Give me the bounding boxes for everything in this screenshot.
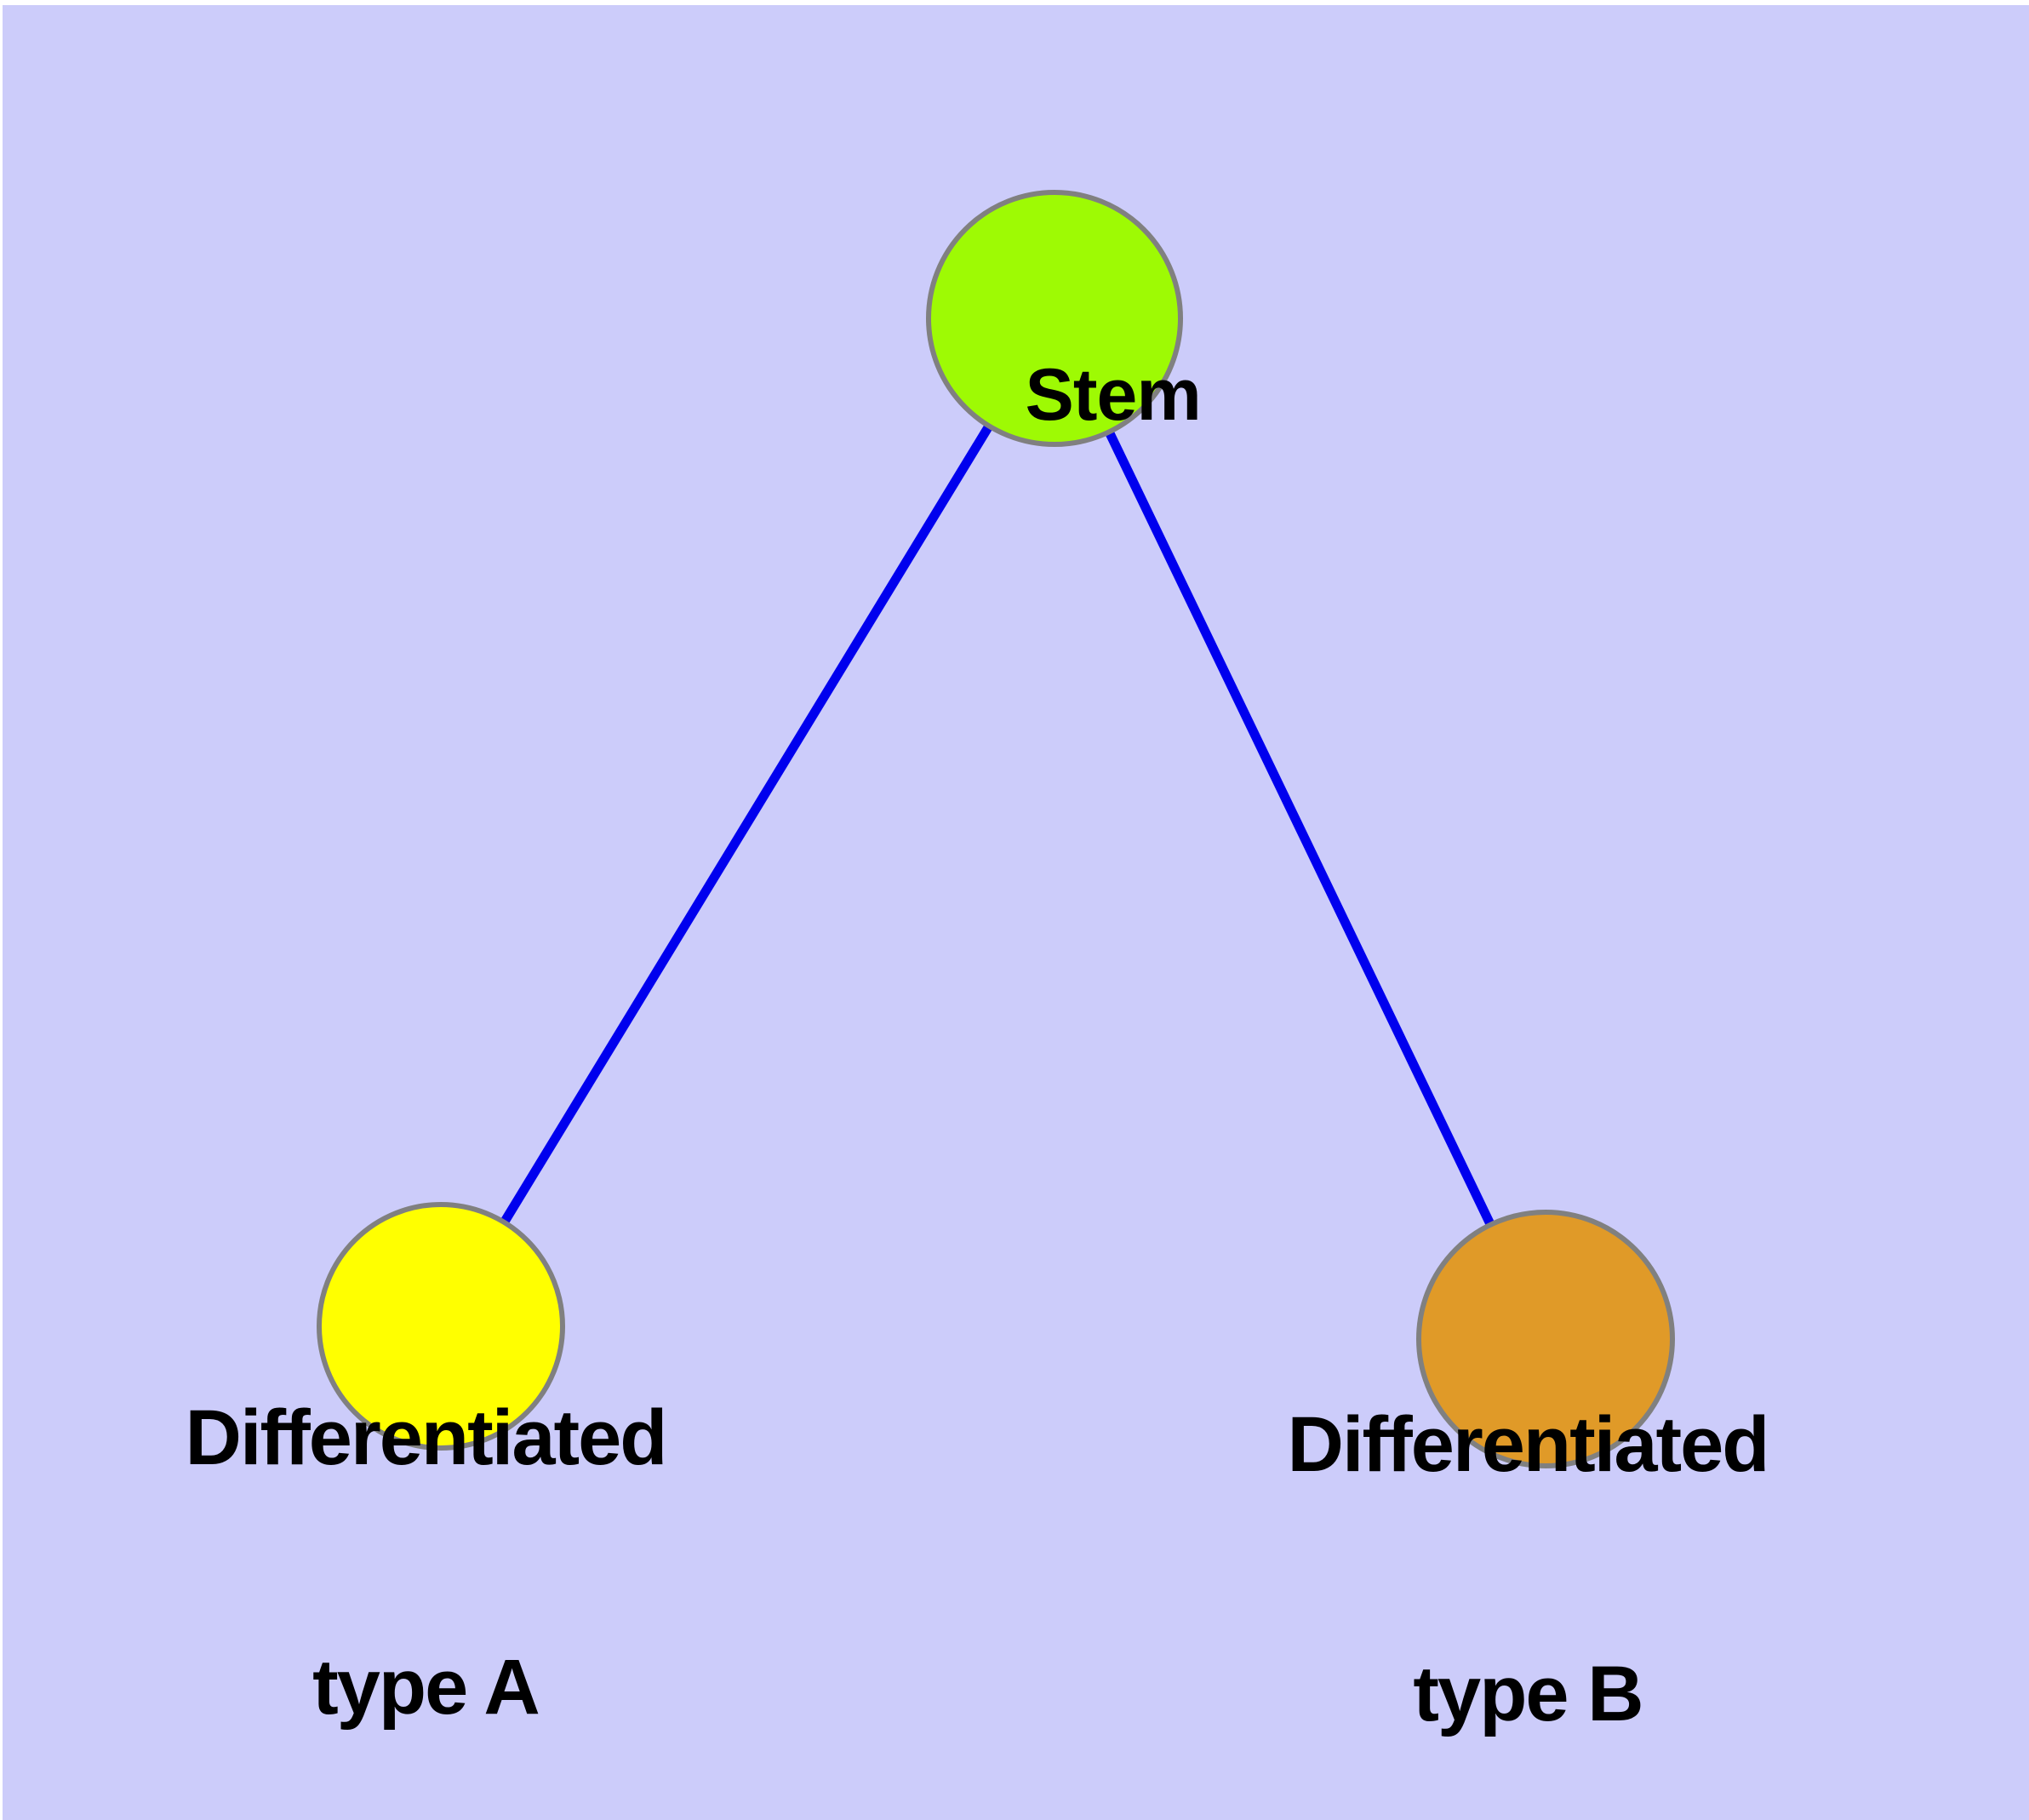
edge-layer	[498, 420, 1497, 1231]
node-stem[interactable]	[926, 190, 1183, 447]
node-differentiated-type-a[interactable]	[317, 1202, 565, 1451]
edge-stem-to-differentiated-type-b[interactable]	[1103, 426, 1497, 1231]
edge-stem-to-differentiated-type-a[interactable]	[498, 420, 996, 1228]
graph-svg	[317, 190, 1675, 1468]
node-layer	[317, 190, 1675, 1468]
node-differentiated-type-b[interactable]	[1416, 1210, 1675, 1468]
graph-plot-area: Stem Differentiated type A Differentiate…	[3, 5, 2029, 1820]
